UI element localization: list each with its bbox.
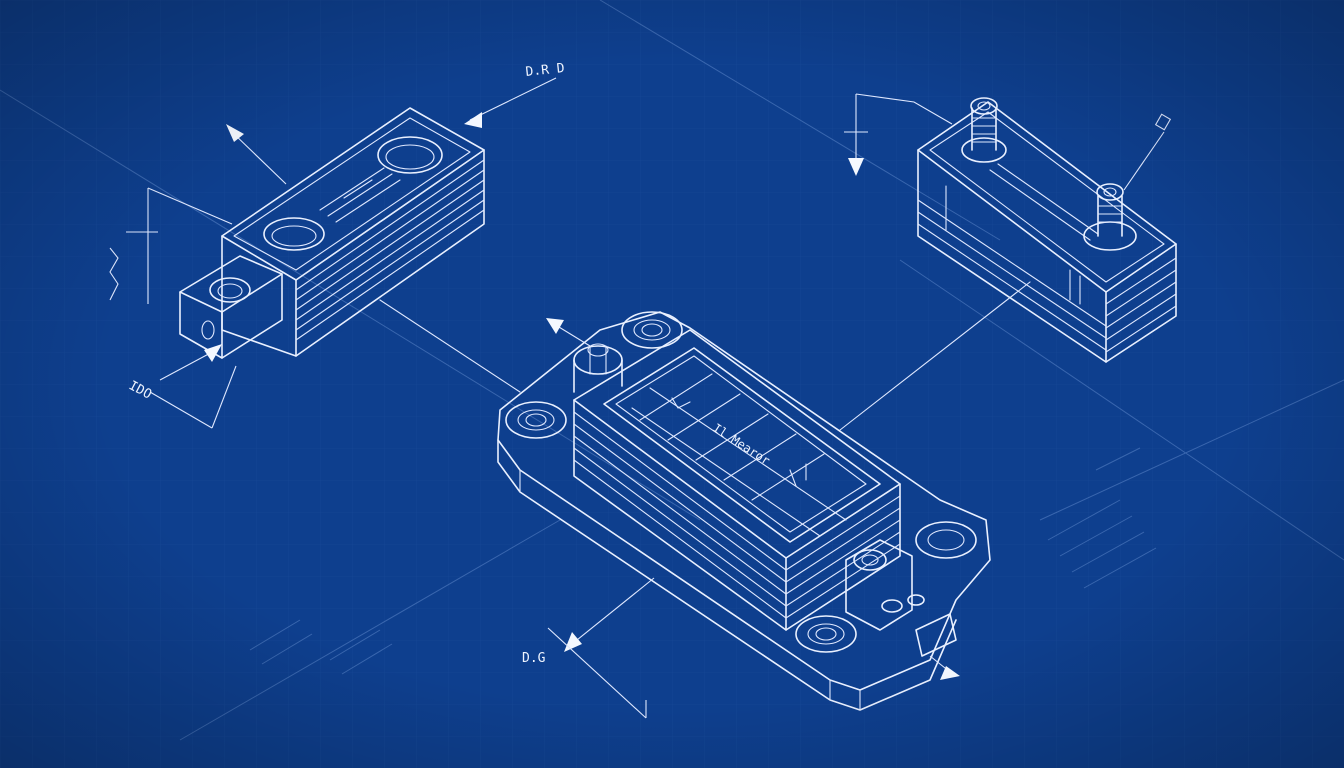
bottom-dimension-label: D.G	[522, 651, 546, 666]
